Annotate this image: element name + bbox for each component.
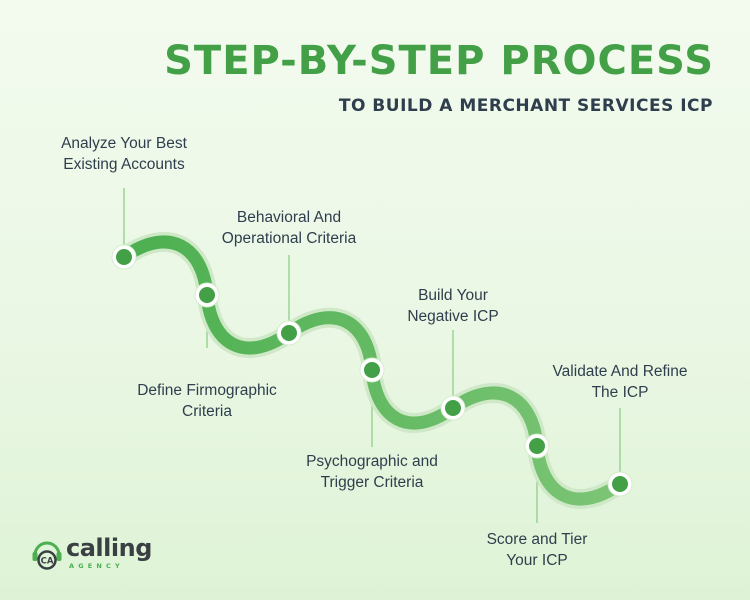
- step-label-line: The ICP: [591, 384, 649, 401]
- step-label-line: Trigger Criteria: [320, 474, 424, 491]
- step-dots: [111, 244, 633, 497]
- step-label-line: Negative ICP: [407, 308, 499, 325]
- step-dot-1: [116, 249, 132, 265]
- step-dot-4: [364, 362, 380, 378]
- page-title: STEP-BY-STEP PROCESS: [164, 38, 714, 84]
- step-label-line: Psychographic and: [306, 453, 438, 470]
- step-label-line: Validate And Refine: [552, 363, 688, 380]
- step-dot-6: [529, 438, 545, 454]
- step-label-line: Existing Accounts: [63, 156, 185, 173]
- page-subtitle: TO BUILD A MERCHANT SERVICES ICP: [338, 96, 713, 116]
- step-dot-2: [199, 287, 215, 303]
- step-dot-3: [281, 325, 297, 341]
- logo-wordmark: calling: [66, 534, 152, 562]
- step-label-line: Score and Tier: [486, 531, 588, 548]
- step-label-line: Criteria: [182, 403, 232, 420]
- logo-mark-text: CA: [41, 557, 54, 567]
- logo-subtitle: AGENCY: [69, 562, 124, 570]
- step-label-line: Your ICP: [506, 552, 568, 569]
- step-label-line: Analyze Your Best: [61, 135, 187, 152]
- headset-logo-icon: CA: [32, 541, 62, 570]
- step-label-line: Behavioral And: [236, 209, 342, 226]
- step-label-line: Define Firmographic: [137, 382, 277, 399]
- step-dot-7: [612, 476, 628, 492]
- step-dot-5: [445, 400, 461, 416]
- step-label-line: Operational Criteria: [221, 230, 357, 247]
- step-label-line: Build Your: [418, 287, 488, 304]
